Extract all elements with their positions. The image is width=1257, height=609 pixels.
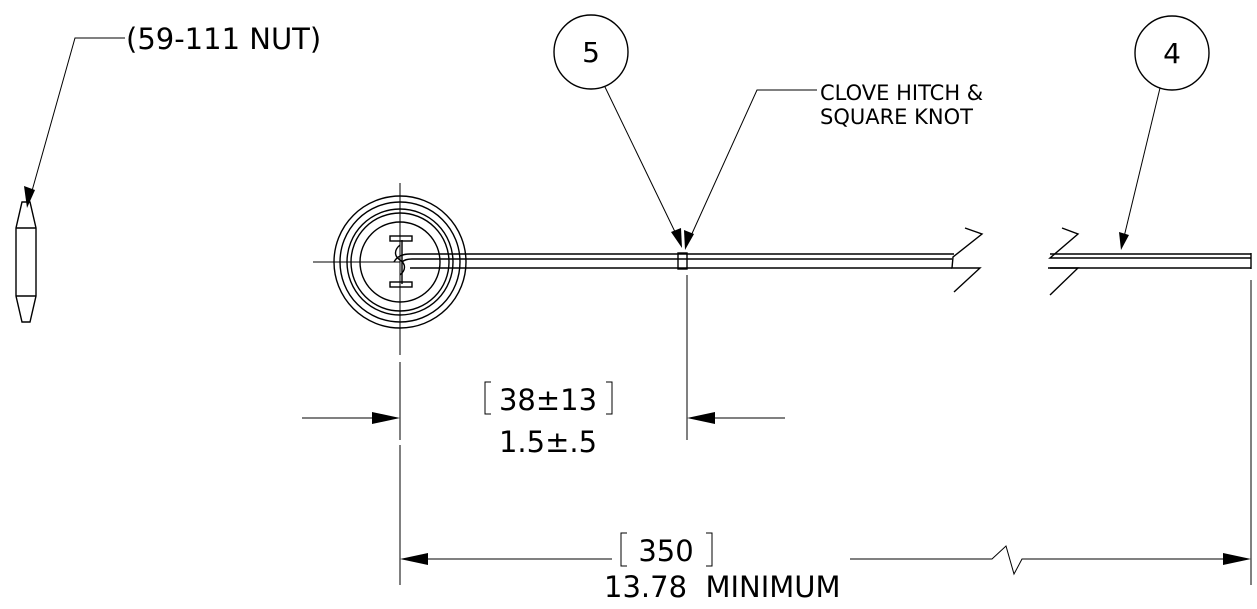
knot-label-line1: CLOVE HITCH & <box>820 81 983 105</box>
long-dim-metric: 350 <box>638 534 693 568</box>
short-dimension <box>302 275 785 440</box>
balloon-5-number: 5 <box>582 36 600 69</box>
nut-leader <box>24 37 125 208</box>
balloon-4 <box>1134 15 1210 91</box>
cable-segment-left <box>393 227 984 293</box>
nut-side-view <box>15 201 37 323</box>
balloon-5 <box>553 14 629 90</box>
balloon-4-leader <box>1119 87 1161 250</box>
balloon-5-leader <box>604 86 682 248</box>
short-dim-imperial: 1.5±.5 <box>499 425 597 459</box>
long-dim-brackets <box>620 532 713 567</box>
balloon-4-number: 4 <box>1163 37 1181 70</box>
center-lines <box>313 183 401 355</box>
cable-segment-right <box>1048 227 1252 296</box>
knot-leader <box>684 89 817 250</box>
long-dimension <box>399 280 1252 585</box>
long-dim-imperial: 13.78 MINIMUM <box>604 570 841 604</box>
short-dim-metric: 38±13 <box>499 383 597 417</box>
short-dim-brackets <box>484 381 613 415</box>
nut-label: (59-111 NUT) <box>126 22 321 56</box>
knot-label-line2: SQUARE KNOT <box>820 105 973 129</box>
